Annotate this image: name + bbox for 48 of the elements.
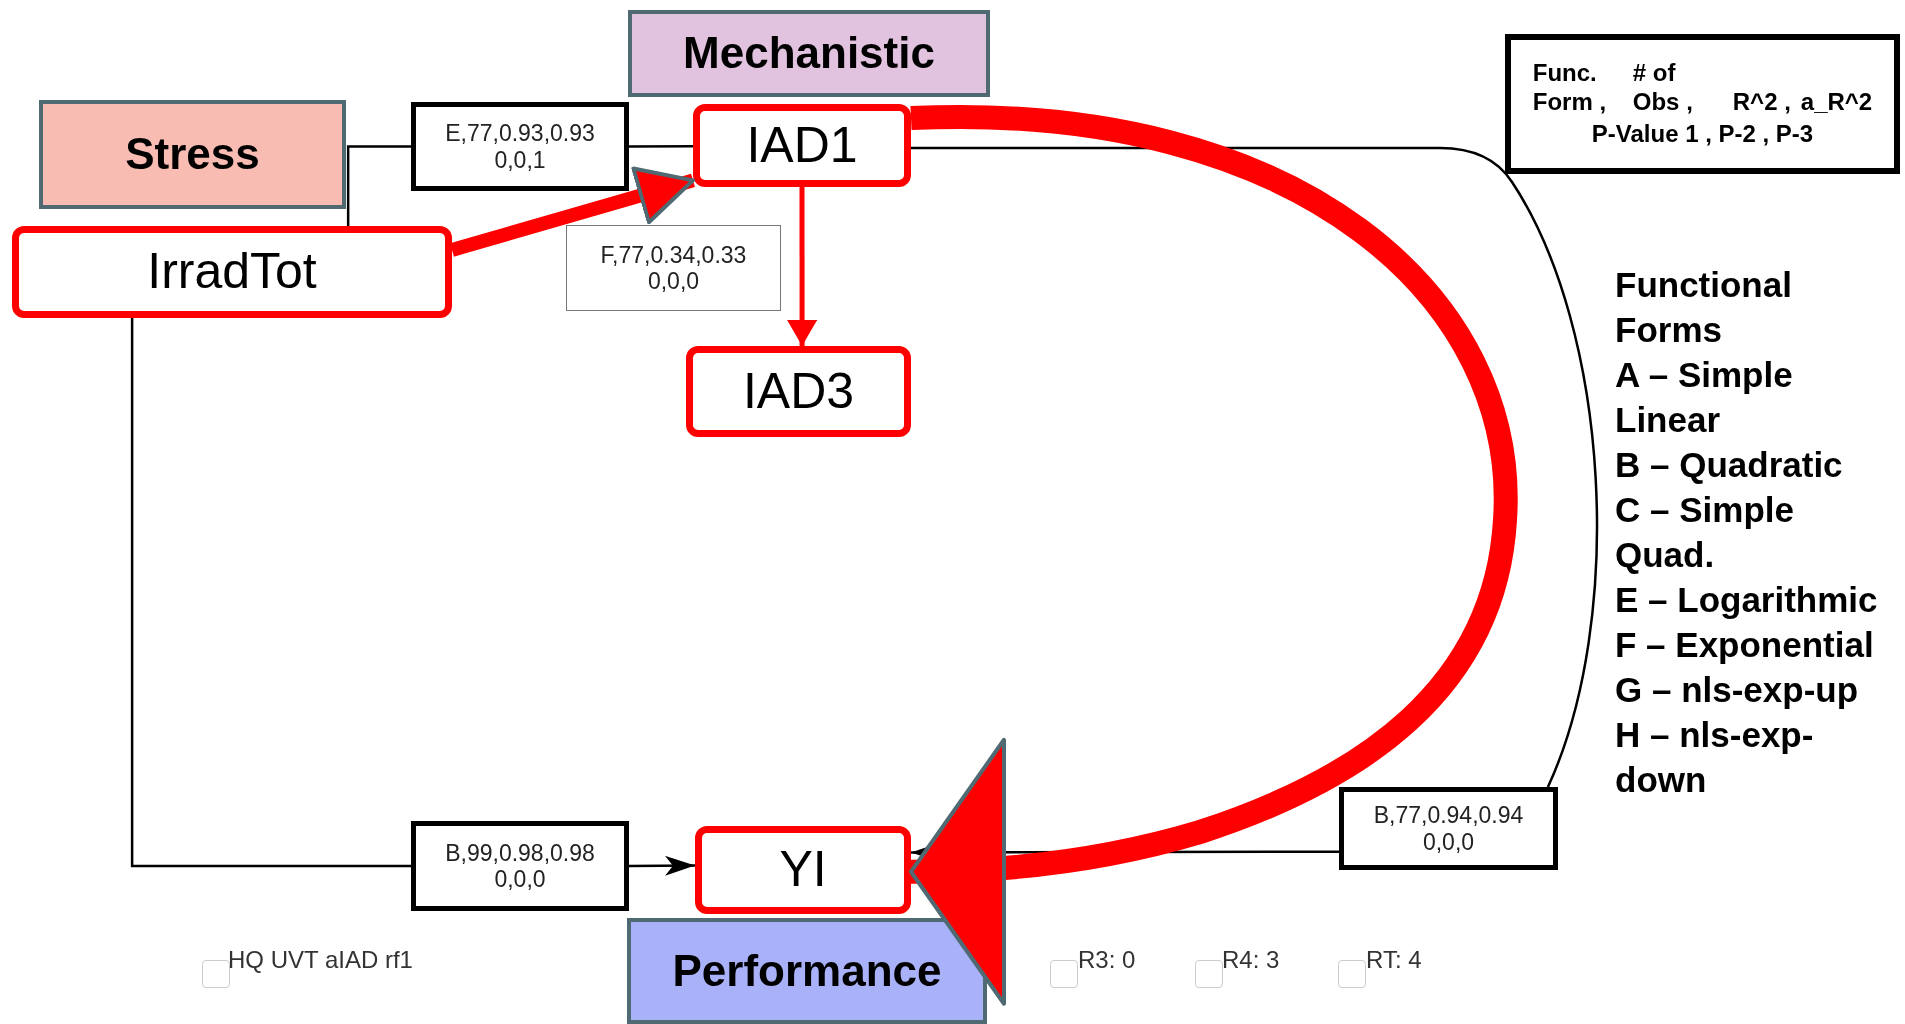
legend-text: F – Exponential: [1615, 624, 1875, 666]
connector-line: [346, 145, 411, 226]
connector-line: [130, 318, 411, 868]
stats-box: [411, 821, 629, 911]
variable-box: [693, 104, 911, 187]
key-column-label: R^2 ,: [1732, 87, 1791, 117]
legend-text: Functional Forms: [1615, 264, 1793, 351]
category-label: Stress: [125, 129, 260, 180]
checkbox-label: RT: 4: [1366, 946, 1422, 974]
checkbox-label: R3: 0: [1078, 946, 1136, 974]
legend-text: H – nls-exp-down: [1615, 714, 1815, 801]
category-box: [39, 100, 346, 209]
stats-label: E,77,0.93,0.93 0,0,1: [444, 120, 596, 173]
key-column-label: a_R^2: [1800, 87, 1873, 117]
stats-box: [1339, 787, 1558, 870]
key-column-label: # of Obs ,: [1632, 58, 1694, 117]
checkbox-label: R4: 3: [1222, 946, 1280, 974]
category-label: Performance: [672, 945, 942, 997]
checkbox-label: HQ UVT aIAD rf1: [228, 946, 413, 974]
variable-label: IAD1: [746, 116, 858, 175]
legend-text: A – Simple Linear: [1615, 354, 1794, 441]
stats-label: F,77,0.34,0.33 0,0,0: [599, 241, 748, 295]
legend-text: G – nls-exp-up: [1615, 669, 1860, 711]
key-column-label: Func. Form ,: [1532, 58, 1608, 117]
key-box: [1505, 34, 1900, 174]
arrow: [787, 187, 818, 346]
variable-box: [686, 346, 911, 437]
stats-box: [411, 102, 629, 191]
arrow: [629, 855, 695, 876]
category-box: [627, 918, 987, 1024]
connector-line: [629, 145, 693, 148]
legend-text: B – Quadratic: [1615, 444, 1844, 486]
category-box: [628, 10, 990, 97]
variable-label: IrradTot: [147, 243, 317, 301]
stats-label: B,99,0.98,0.98 0,0,0: [444, 839, 596, 893]
arrow: [909, 106, 1517, 1005]
legend-text: E – Logarithmic: [1615, 579, 1879, 621]
variable-box: [12, 226, 452, 318]
stats-box: [566, 225, 781, 311]
variable-box: [695, 826, 911, 914]
variable-label: YI: [779, 841, 827, 899]
arrow: [450, 166, 695, 257]
key-row-label: P-Value 1 , P-2 , P-3: [1591, 120, 1814, 150]
legend-text: C – Simple Quad.: [1615, 489, 1795, 576]
stats-label: B,77,0.94,0.94 0,0,0: [1372, 802, 1525, 855]
category-label: Mechanistic: [683, 28, 935, 79]
variable-label: IAD3: [742, 362, 855, 421]
connector-line: [911, 146, 1599, 788]
